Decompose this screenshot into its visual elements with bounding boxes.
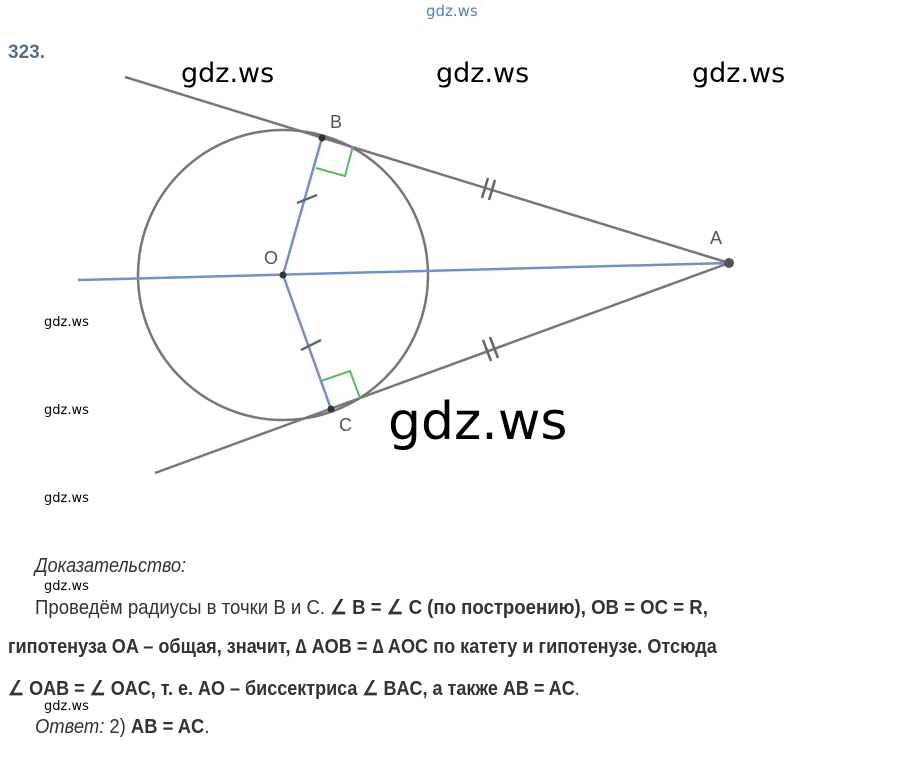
radius-ob: [281, 137, 324, 276]
watermark-top: gdz.ws: [426, 2, 478, 20]
label-b: B: [330, 112, 342, 132]
proof-line-2: гипотенуза OA – общая, значит, ∆ AOB = ∆…: [8, 636, 717, 658]
watermark: gdz.ws: [692, 58, 786, 89]
geometry-diagram: B A O C: [77, 75, 734, 475]
tangent-ab: [124, 75, 730, 265]
proof-heading: Доказательство:: [35, 555, 187, 577]
point-o: [279, 271, 287, 279]
answer-line: Ответ: 2) AB = AC.: [35, 716, 210, 738]
tick-ob: [296, 193, 318, 205]
proof-line-3: ∠ OAB = ∠ OAC, т. е. AO – биссектриса ∠ …: [8, 678, 580, 700]
label-o: O: [264, 248, 278, 268]
watermark: gdz.ws: [44, 403, 89, 418]
watermark: gdz.ws: [436, 58, 530, 89]
watermark: gdz.ws: [44, 491, 89, 506]
proof-line-1: Проведём радиусы в точки B и C. ∠ B = ∠ …: [35, 597, 708, 619]
watermark: gdz.ws: [44, 315, 89, 330]
circle: [136, 128, 430, 422]
tangent-ac: [154, 261, 730, 475]
point-b: [318, 134, 326, 142]
radius-oc: [281, 274, 333, 410]
label-c: C: [339, 415, 352, 435]
line-oa: [77, 261, 730, 282]
label-a: A: [710, 228, 722, 248]
watermark: gdz.ws: [44, 579, 89, 594]
double-tick-ab: [480, 177, 490, 199]
watermark: gdz.ws: [181, 58, 275, 89]
tick-oc: [300, 338, 322, 352]
right-angle-c: [320, 369, 361, 399]
double-tick-ac: [481, 339, 493, 362]
watermark-center: gdz.ws: [388, 392, 568, 452]
right-angle-b: [315, 145, 354, 178]
point-c: [327, 405, 335, 413]
point-a: [724, 258, 734, 268]
watermark: gdz.ws: [44, 699, 89, 714]
problem-number: 323.: [8, 42, 45, 63]
